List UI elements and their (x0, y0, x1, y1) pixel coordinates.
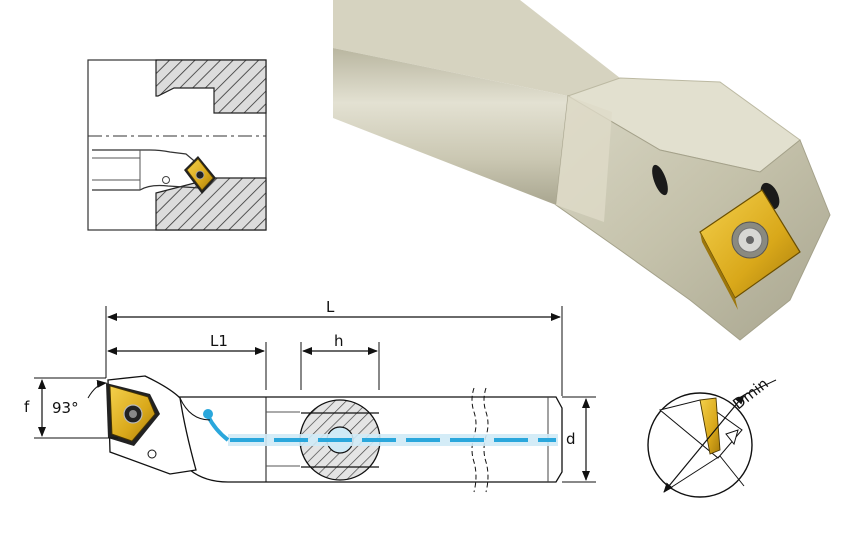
main-drawing: L L1 h (24, 298, 596, 493)
render-screw-torx-icon (746, 236, 754, 244)
render-shank-side (333, 48, 568, 205)
dim-label-dmin: Dmin (729, 374, 771, 413)
render-insert-edge (700, 232, 738, 310)
dim-label-L: L (326, 298, 335, 316)
dim-label-L1: L1 (210, 332, 228, 350)
section-screw-hole (162, 176, 170, 184)
render-coolant-slot (652, 164, 668, 196)
head-contour (179, 397, 211, 421)
dim-leader-dmin (743, 379, 777, 396)
dim-label-angle: 93° (52, 399, 79, 417)
insert-screw-center (129, 410, 137, 418)
section-view (87, 59, 267, 231)
section-upper-wall (155, 59, 267, 114)
dim-label-f: f (24, 398, 30, 416)
min-bore-view: Dmin (647, 374, 777, 498)
dim-line-dmin (663, 394, 745, 493)
render-facet (556, 96, 612, 222)
coolant-nozzle-icon (203, 409, 213, 419)
render-shank-top (333, 0, 620, 96)
head-pin-hole (147, 449, 157, 459)
dim-label-d: d (566, 430, 576, 448)
min-bore-line (719, 455, 745, 487)
angle-arc (87, 379, 107, 399)
dim-label-h: h (334, 332, 344, 350)
section-insert-screw-icon (195, 170, 205, 180)
tool-render (333, 0, 833, 341)
min-bore-line (663, 455, 721, 493)
